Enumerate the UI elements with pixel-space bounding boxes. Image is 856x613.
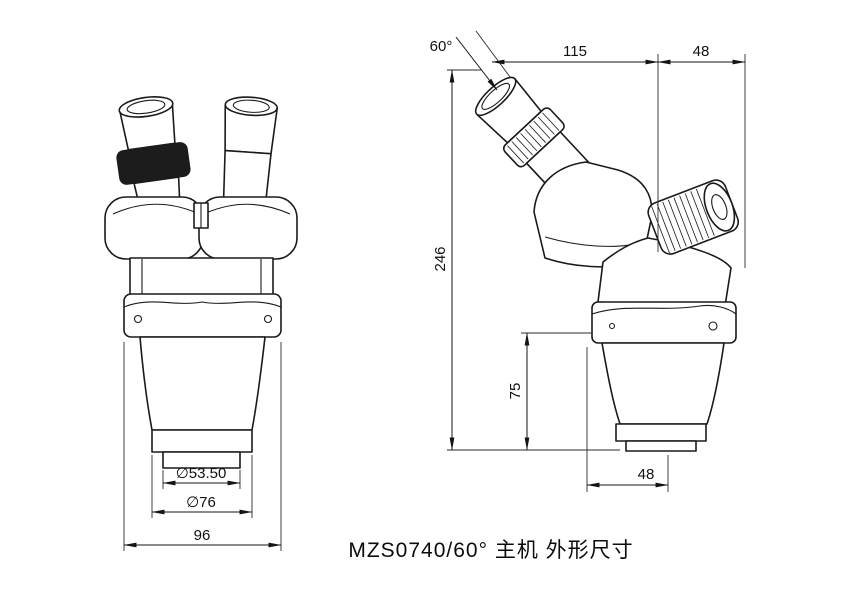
dim-top-right-width: 48 — [657, 43, 746, 268]
objective-lens-front — [162, 451, 241, 469]
eyepiece-right — [222, 96, 278, 206]
dim-base-width-label: 96 — [194, 527, 211, 544]
focus-knob — [647, 179, 740, 255]
eyepiece-housing — [104, 196, 298, 260]
objective-barrel-side — [615, 423, 707, 442]
mounting-flange-front — [123, 293, 282, 338]
drawing-title: MZS0740/60° 主机 外形尺寸 — [348, 539, 633, 562]
screw-hole-left — [133, 314, 143, 324]
body-cone-side — [601, 342, 725, 425]
front-view: ∅53.50 ∅76 96 — [104, 96, 298, 551]
dim-48-bottom-label: 48 — [638, 466, 655, 483]
objective-lens-side — [625, 440, 697, 452]
dim-lens-diameter: ∅53.50 — [162, 465, 241, 489]
body-neck-front — [129, 257, 274, 297]
dim-bottom-offset: 48 — [586, 347, 669, 492]
dim-body-diameter: ∅76 — [151, 455, 253, 518]
dim-total-height: 246 — [432, 69, 620, 451]
dim-angle-label: 60° — [430, 38, 453, 55]
screw-hole-side — [708, 321, 718, 331]
side-view: 60° 115 48 246 75 — [430, 30, 746, 492]
dim-115-label: 115 — [563, 43, 587, 60]
eyepiece-left — [116, 96, 191, 205]
dim-base-width: 96 — [123, 342, 282, 551]
dim-246-label: 246 — [432, 246, 449, 271]
dim-top-width: 115 — [491, 43, 659, 252]
screw-hole-right — [263, 314, 273, 324]
dim-75-label: 75 — [507, 383, 524, 400]
dim-48-top-label: 48 — [693, 43, 710, 60]
objective-barrel-front — [151, 429, 253, 453]
dim-lens-dia-label: ∅53.50 — [176, 465, 227, 482]
body-cone-front — [139, 336, 266, 431]
dim-body-dia-label: ∅76 — [186, 494, 216, 511]
dim-angle: 60° — [430, 30, 511, 91]
mounting-flange-side — [591, 301, 737, 344]
dim-lower-height: 75 — [507, 332, 592, 451]
